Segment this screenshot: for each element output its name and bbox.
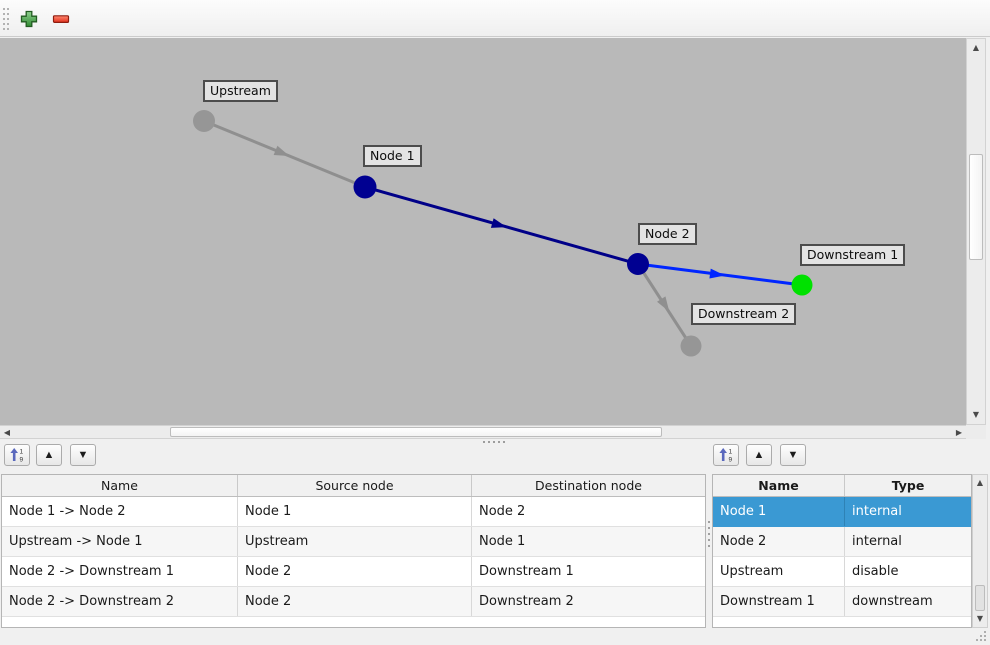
sort-ascending-icon: 1 9 <box>719 448 733 464</box>
cell-source[interactable]: Node 2 <box>238 587 472 616</box>
edge-arrow <box>273 145 290 157</box>
scroll-down-icon[interactable]: ▼ <box>976 614 984 623</box>
minus-icon <box>52 15 70 24</box>
scroll-up-icon[interactable]: ▲ <box>976 478 984 487</box>
node-node1[interactable] <box>353 175 377 199</box>
scroll-left-icon[interactable]: ◀ <box>3 428 11 437</box>
edges-table-header: Name Source node Destination node <box>2 475 705 497</box>
main-toolbar <box>0 0 990 37</box>
column-header-name[interactable]: Name <box>2 475 238 496</box>
up-triangle-icon: ▲ <box>753 448 765 461</box>
edge-arrow <box>709 268 725 279</box>
table-row[interactable]: Downstream 1 downstream <box>713 587 971 617</box>
remove-button[interactable] <box>48 6 74 32</box>
cell-name[interactable]: Node 1 -> Node 2 <box>2 497 238 526</box>
down-triangle-icon: ▼ <box>77 448 89 461</box>
pane-splitter-vertical[interactable] <box>708 521 710 548</box>
node-downstream2[interactable] <box>680 335 702 357</box>
splitter-grip-icon <box>483 441 507 443</box>
sort-ascending-icon: 1 9 <box>10 448 24 464</box>
table-row[interactable]: Node 2 -> Downstream 2 Node 2 Downstream… <box>2 587 705 617</box>
move-node-up-button[interactable]: ▲ <box>746 444 772 466</box>
canvas-vertical-scrollbar[interactable]: ▲ ▼ <box>966 38 986 425</box>
scroll-down-icon[interactable]: ▼ <box>972 410 980 419</box>
add-button[interactable] <box>16 6 42 32</box>
node-node2[interactable] <box>627 253 649 275</box>
edge-upstream-node1[interactable] <box>203 119 366 189</box>
cell-destination[interactable]: Node 2 <box>479 504 526 519</box>
canvas-horizontal-scrollbar[interactable]: ◀ ▶ <box>0 425 966 439</box>
cell-type[interactable]: internal <box>852 504 902 519</box>
scroll-up-icon[interactable]: ▲ <box>972 43 980 52</box>
cell-name[interactable]: Node 2 -> Downstream 2 <box>2 587 238 616</box>
cell-type[interactable]: internal <box>852 534 902 549</box>
table-row[interactable]: Upstream -> Node 1 Upstream Node 1 <box>2 527 705 557</box>
graph-canvas[interactable]: Upstream Node 1 Node 2 Downstream 1 Down… <box>0 38 966 425</box>
cell-type[interactable]: downstream <box>852 594 933 609</box>
pane-splitter-horizontal[interactable] <box>0 440 990 444</box>
cell-source[interactable]: Node 2 <box>238 557 472 586</box>
edge-arrow <box>490 218 507 228</box>
cell-name[interactable]: Node 1 <box>713 497 845 526</box>
cell-name[interactable]: Node 2 -> Downstream 1 <box>2 557 238 586</box>
cell-name[interactable]: Upstream <box>713 557 845 586</box>
move-edge-up-button[interactable]: ▲ <box>36 444 62 466</box>
down-triangle-icon: ▼ <box>787 448 799 461</box>
cell-name[interactable]: Downstream 1 <box>713 587 845 616</box>
table-row[interactable]: Upstream disable <box>713 557 971 587</box>
svg-text:1: 1 <box>729 449 733 456</box>
cell-destination[interactable]: Downstream 2 <box>479 594 574 609</box>
column-header-type[interactable]: Type <box>891 478 925 493</box>
scroll-right-icon[interactable]: ▶ <box>955 428 963 437</box>
svg-text:1: 1 <box>20 449 24 456</box>
plus-icon <box>20 10 38 28</box>
table-row-selected[interactable]: Node 1 internal <box>713 497 971 527</box>
graph-svg <box>193 110 813 357</box>
cell-type[interactable]: disable <box>852 564 899 579</box>
up-triangle-icon: ▲ <box>43 448 55 461</box>
column-header-destination[interactable]: Destination node <box>535 478 642 493</box>
cell-destination[interactable]: Node 1 <box>479 534 526 549</box>
nodes-table: Name Type Node 1 internal Node 2 interna… <box>712 474 972 628</box>
edge-arrow <box>657 296 670 312</box>
sort-nodes-button[interactable]: 1 9 <box>713 444 739 466</box>
node-label-downstream2: Downstream 2 <box>691 303 797 325</box>
edge-node2-downstream1[interactable] <box>637 262 803 287</box>
cell-source[interactable]: Upstream <box>238 527 472 556</box>
horizontal-scrollbar-thumb[interactable] <box>170 427 662 437</box>
column-header-name[interactable]: Name <box>713 475 845 496</box>
node-label-node2: Node 2 <box>638 223 697 245</box>
vertical-scrollbar-thumb[interactable] <box>969 154 983 260</box>
nodes-table-header: Name Type <box>713 475 971 497</box>
toolbar-drag-handle[interactable] <box>3 8 10 30</box>
svg-text:9: 9 <box>729 457 733 464</box>
edges-table: Name Source node Destination node Node 1… <box>1 474 706 628</box>
column-header-source[interactable]: Source node <box>238 475 472 496</box>
window-resize-grip[interactable] <box>976 631 988 643</box>
scrollbar-corner <box>966 425 986 439</box>
node-label-node1: Node 1 <box>363 145 422 167</box>
nodes-table-scrollbar[interactable]: ▲ ▼ <box>972 474 988 628</box>
node-label-upstream: Upstream <box>203 80 278 102</box>
edge-node2-downstream2[interactable] <box>636 263 693 347</box>
cell-name[interactable]: Upstream -> Node 1 <box>2 527 238 556</box>
cell-source[interactable]: Node 1 <box>238 497 472 526</box>
cell-destination[interactable]: Downstream 1 <box>479 564 574 579</box>
cell-name[interactable]: Node 2 <box>713 527 845 556</box>
move-edge-down-button[interactable]: ▼ <box>70 444 96 466</box>
node-upstream[interactable] <box>193 110 215 132</box>
node-label-downstream1: Downstream 1 <box>800 244 906 266</box>
table-row[interactable]: Node 1 -> Node 2 Node 1 Node 2 <box>2 497 705 527</box>
sort-edges-button[interactable]: 1 9 <box>4 444 30 466</box>
table-scrollbar-thumb[interactable] <box>975 585 985 611</box>
table-row[interactable]: Node 2 -> Downstream 1 Node 2 Downstream… <box>2 557 705 587</box>
move-node-down-button[interactable]: ▼ <box>780 444 806 466</box>
table-row[interactable]: Node 2 internal <box>713 527 971 557</box>
svg-text:9: 9 <box>20 457 24 464</box>
edge-node1-node2[interactable] <box>364 185 639 266</box>
node-downstream1[interactable] <box>791 274 813 296</box>
